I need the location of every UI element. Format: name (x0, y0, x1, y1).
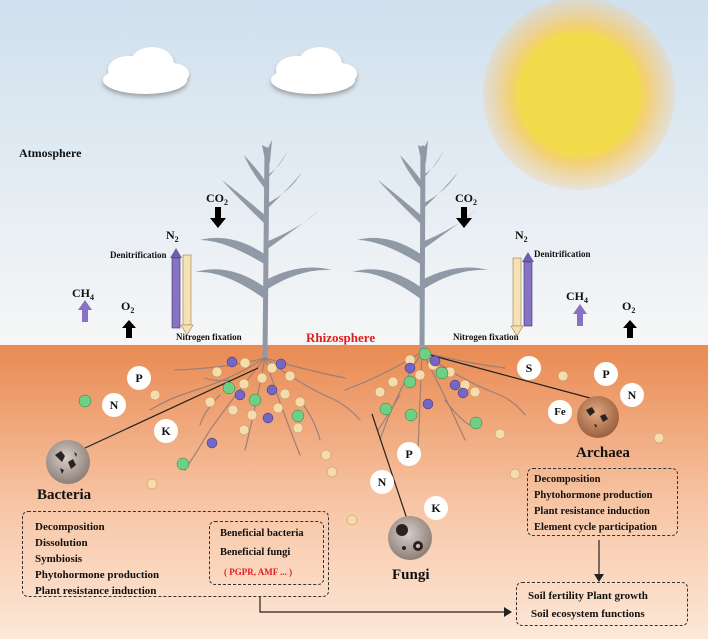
cloud-icon (103, 47, 189, 94)
o2-arrow-icon (623, 320, 637, 338)
function-item: Element cycle participation (534, 522, 658, 533)
nutrient-p: P (397, 442, 421, 466)
ch4-arrow-icon (78, 300, 92, 322)
bacteria-label: Bacteria (37, 487, 92, 503)
nutrient-k: K (424, 496, 448, 520)
fungi-label: Fungi (392, 567, 430, 583)
n2-label-right: N2 (515, 228, 528, 244)
function-item: Dissolution (35, 537, 88, 549)
nutrient-fe: Fe (548, 400, 572, 424)
bacteria-icon (46, 440, 90, 484)
function-item: Phytohormone production (35, 569, 160, 581)
beige-particles (146, 354, 665, 526)
outcome-box: Soil fertility Plant growth Soil ecosyst… (516, 582, 688, 626)
denitrification-arrow-icon (170, 248, 182, 329)
atmosphere-label: Atmosphere (19, 146, 82, 160)
function-item: Plant resistance induction (35, 585, 157, 597)
co2-arrow-icon (456, 207, 472, 228)
bacteria-functions-box: Decomposition Dissolution Symbiosis Phyt… (22, 511, 329, 597)
nitrogen-fixation-label-right: Nitrogen fixation (453, 332, 519, 342)
outcome-line-1: Soil fertility Plant growth (528, 590, 648, 602)
beneficial-fungi-label: Beneficial fungi (220, 547, 291, 558)
fungi-icon (388, 516, 432, 560)
beneficial-bacteria-label: Beneficial bacteria (220, 528, 304, 539)
rhizosphere-label: Rhizosphere (306, 330, 376, 345)
n2-label-left: N2 (166, 228, 179, 244)
function-item: Symbiosis (35, 553, 83, 565)
nutrient-n: N (370, 470, 394, 494)
denitrification-label-left: Denitrification (110, 250, 167, 260)
o2-label-left: O2 (121, 299, 135, 315)
ch4-label-left: CH4 (72, 286, 94, 302)
co2-label-right: CO2 (455, 191, 477, 207)
pgpr-amf-note: ( PGPR, AMF ... ) (224, 567, 293, 577)
outcome-list: Soil fertility Plant growth Soil ecosyst… (528, 588, 648, 622)
nitrogen-fixation-arrow-icon (510, 257, 524, 337)
denitrification-label-right: Denitrification (534, 249, 591, 259)
function-item: Decomposition (35, 521, 105, 533)
nutrient-k: K (154, 419, 178, 443)
archaea-functions-list: Decomposition Phytohormone production Pl… (534, 472, 657, 536)
nitrogen-fixation-label-left: Nitrogen fixation (176, 332, 242, 342)
green-particles (78, 347, 483, 471)
o2-label-right: O2 (622, 299, 636, 315)
corn-plant-icon (352, 140, 488, 355)
co2-label-left: CO2 (206, 191, 228, 207)
co2-arrow-icon (210, 207, 226, 228)
nutrient-p: P (594, 362, 618, 386)
function-item: Phytohormone production (534, 490, 653, 501)
archaea-icon (577, 396, 619, 438)
connector-lines (84, 354, 600, 613)
function-item: Decomposition (534, 474, 601, 485)
ch4-arrow-icon (573, 304, 587, 326)
beneficial-microbes-list: Beneficial bacteria Beneficial fungi ( P… (220, 526, 304, 580)
nitrogen-fixation-arrow-icon (180, 254, 194, 336)
nutrient-n: N (102, 393, 126, 417)
ch4-label-right: CH4 (566, 289, 588, 305)
nutrient-n: N (620, 383, 644, 407)
arrow-head-icon (504, 607, 512, 617)
outcome-line-2: Soil ecosystem functions (531, 608, 645, 620)
beneficial-microbes-box: Beneficial bacteria Beneficial fungi ( P… (209, 521, 324, 585)
archaea-functions-box: Decomposition Phytohormone production Pl… (527, 468, 678, 536)
sun-icon (483, 0, 675, 190)
nutrient-s: S (517, 356, 541, 380)
purple-particles (206, 355, 469, 449)
bacteria-functions-list: Decomposition Dissolution Symbiosis Phyt… (35, 519, 159, 599)
arrow-head-icon (594, 574, 604, 582)
o2-arrow-icon (122, 320, 136, 338)
function-item: Plant resistance induction (534, 506, 650, 517)
cloud-icon (271, 47, 357, 94)
denitrification-arrow-icon (522, 252, 534, 327)
nutrient-p: P (127, 366, 151, 390)
corn-plant-icon (195, 140, 332, 361)
archaea-label: Archaea (576, 445, 630, 461)
